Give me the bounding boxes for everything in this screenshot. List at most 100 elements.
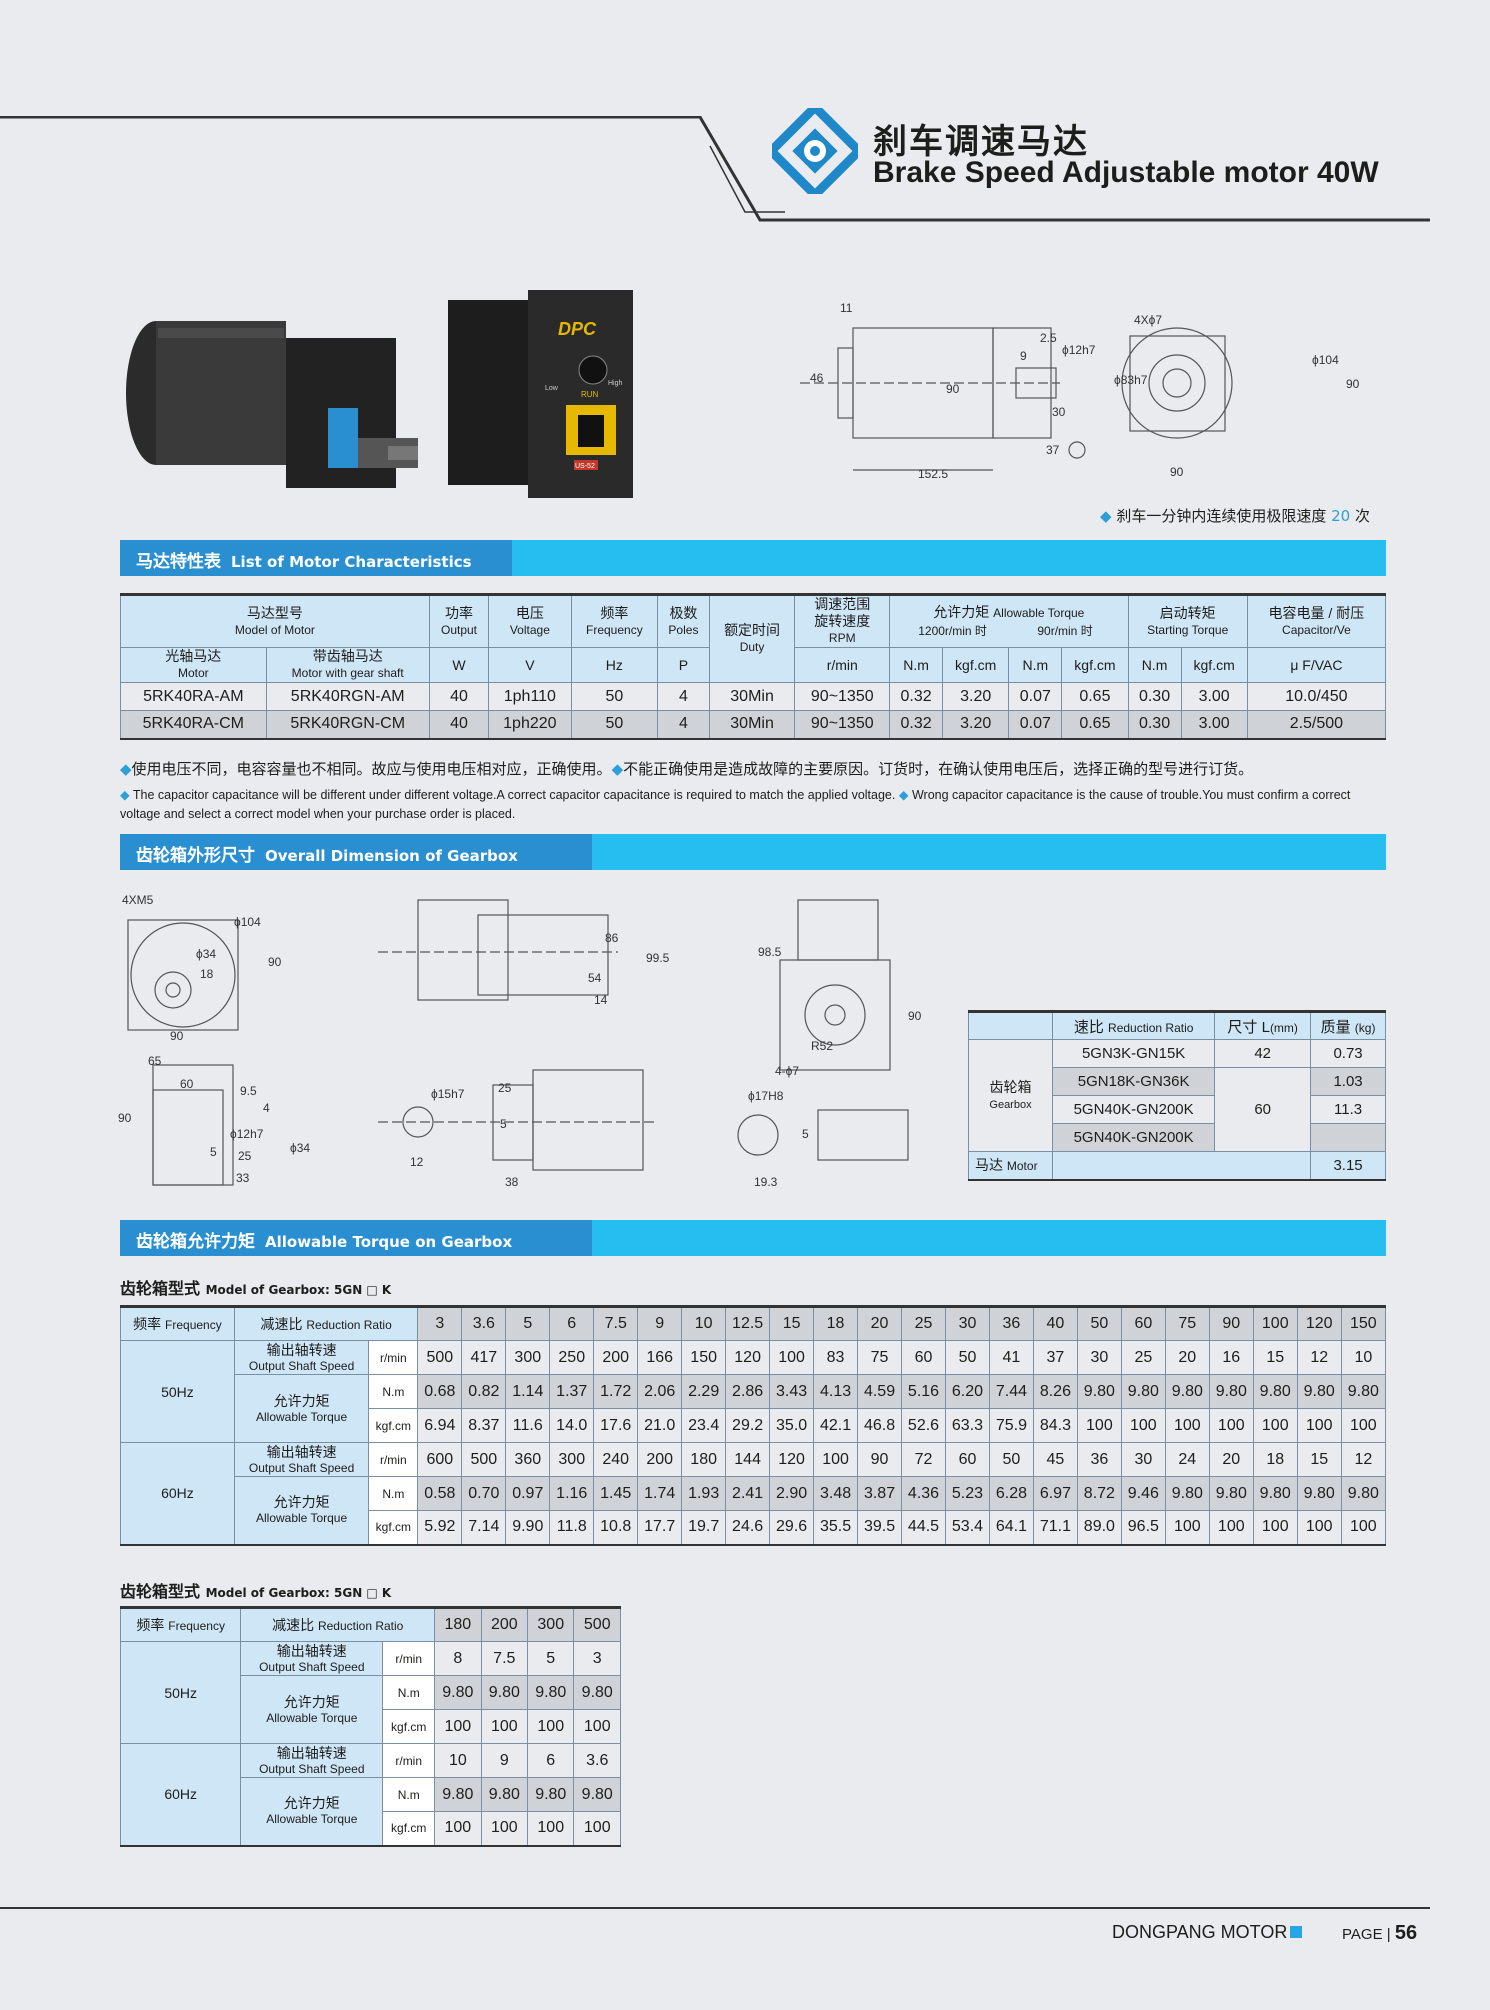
value-cell: 0.82 [461, 1374, 507, 1409]
cell: 1.03 [1310, 1067, 1386, 1096]
unit-cell: V [488, 647, 572, 683]
section-bar-accent [486, 540, 1386, 576]
ratio-cell: 300 [527, 1607, 575, 1642]
dim-label: ϕ12h7 [1062, 343, 1096, 357]
value-cell: 23.4 [681, 1408, 727, 1443]
svg-text:4XM5: 4XM5 [122, 893, 154, 907]
value-cell: 9.90 [505, 1510, 551, 1545]
svg-text:5: 5 [500, 1117, 507, 1131]
ratio-cell: 50 [1076, 1306, 1122, 1341]
svg-text:ϕ17H8: ϕ17H8 [748, 1089, 784, 1103]
ratio-cell: 40 [1032, 1306, 1078, 1341]
cell: 60 [1214, 1067, 1312, 1152]
value-cell: 14.0 [549, 1408, 595, 1443]
svg-text:ϕ34: ϕ34 [290, 1141, 310, 1155]
cell: 40 [428, 710, 490, 739]
value-cell: 1.14 [505, 1374, 551, 1409]
unit-cell: kgf.cm [1180, 647, 1248, 683]
dim-label: 152.5 [918, 467, 948, 481]
value-cell: 6.97 [1032, 1476, 1078, 1511]
value-cell: 89.0 [1076, 1510, 1122, 1545]
th-size: 尺寸 L(mm) [1214, 1011, 1312, 1040]
value-cell: 9.80 [1296, 1476, 1342, 1511]
value-cell: 100 [1252, 1510, 1298, 1545]
cell: 5GN40K-GN200K [1051, 1123, 1216, 1152]
value-cell: 9.80 [573, 1675, 621, 1710]
brake-limit-note: ◆ 刹车一分钟内连续使用极限速度 20 次 [1100, 505, 1370, 526]
svg-text:90: 90 [170, 1029, 184, 1043]
svg-text:25: 25 [238, 1149, 252, 1163]
svg-text:25: 25 [498, 1081, 512, 1095]
value-cell: 100 [1296, 1408, 1342, 1443]
unit-cell: N.m [382, 1777, 436, 1812]
value-cell: 18 [1252, 1442, 1298, 1477]
value-cell: 9.80 [573, 1777, 621, 1812]
value-cell: 4.13 [813, 1374, 859, 1409]
svg-text:65: 65 [148, 1054, 162, 1068]
value-cell: 9.80 [527, 1777, 575, 1812]
dim-label: 46 [810, 371, 824, 385]
bullet-icon: ◆ [898, 788, 909, 802]
cell: 1ph220 [488, 710, 572, 739]
value-cell: 2.86 [725, 1374, 771, 1409]
value-cell: 17.7 [637, 1510, 683, 1545]
ratio-cell: 9 [637, 1306, 683, 1341]
svg-text:5: 5 [210, 1145, 217, 1159]
gearbox-dimension-drawing: 4XM5 ϕ104 90 ϕ34 18 90 65 60 90 9.5 4 ϕ1… [118, 893, 922, 1189]
value-cell: 360 [505, 1442, 551, 1477]
ratio-cell: 18 [813, 1306, 859, 1341]
bullet-icon: ◆ [120, 788, 130, 802]
value-cell: 100 [573, 1709, 621, 1744]
cell [1051, 1151, 1312, 1180]
value-cell: 100 [480, 1709, 529, 1744]
value-cell: 45 [1032, 1442, 1078, 1477]
cell: 0.07 [1008, 682, 1063, 711]
value-cell: 63.3 [944, 1408, 990, 1443]
value-cell: 25 [1120, 1340, 1166, 1375]
cell: 3.15 [1310, 1151, 1386, 1180]
value-cell: 4.36 [901, 1476, 946, 1511]
cell: 5GN40K-GN200K [1051, 1095, 1216, 1124]
unit-cell: kgf.cm [368, 1510, 419, 1545]
ratio-cell: 200 [480, 1607, 529, 1642]
value-cell: 6.28 [988, 1476, 1034, 1511]
th-reduction-ratio: 减速比 Reduction Ratio [240, 1607, 436, 1642]
svg-text:9.5: 9.5 [240, 1084, 257, 1098]
unit-cell: r/min [368, 1442, 419, 1477]
value-cell: 5.92 [417, 1510, 463, 1545]
value-cell: 90 [857, 1442, 903, 1477]
cell: 3.00 [1180, 682, 1248, 711]
ratio-cell: 75 [1164, 1306, 1210, 1341]
svg-text:98.5: 98.5 [758, 945, 782, 959]
value-cell: 0.58 [417, 1476, 463, 1511]
value-cell: 4.59 [857, 1374, 903, 1409]
bullet-icon: ◆ [1100, 507, 1112, 525]
value-cell: 100 [1340, 1408, 1387, 1443]
value-cell: 6 [527, 1743, 575, 1778]
value-cell: 10.8 [593, 1510, 639, 1545]
value-cell: 1.45 [593, 1476, 639, 1511]
value-cell: 2.90 [769, 1476, 815, 1511]
unit-cell: Hz [570, 647, 659, 683]
controller-low-text: Low [545, 385, 559, 392]
value-cell: 100 [1208, 1408, 1254, 1443]
cell: 0.30 [1127, 710, 1182, 739]
cell: 5RK40RA-AM [120, 682, 267, 711]
dim-label: ϕ104 [1312, 353, 1339, 367]
value-cell: 1.16 [549, 1476, 595, 1511]
page-title-cn: 刹车调速马达 [873, 122, 1089, 162]
value-cell: 1.72 [593, 1374, 639, 1409]
cell: 3.00 [1180, 710, 1248, 739]
value-cell: 20 [1164, 1340, 1210, 1375]
ratio-cell: 100 [1252, 1306, 1298, 1341]
value-cell: 9.80 [1164, 1374, 1210, 1409]
svg-text:54: 54 [588, 971, 602, 985]
